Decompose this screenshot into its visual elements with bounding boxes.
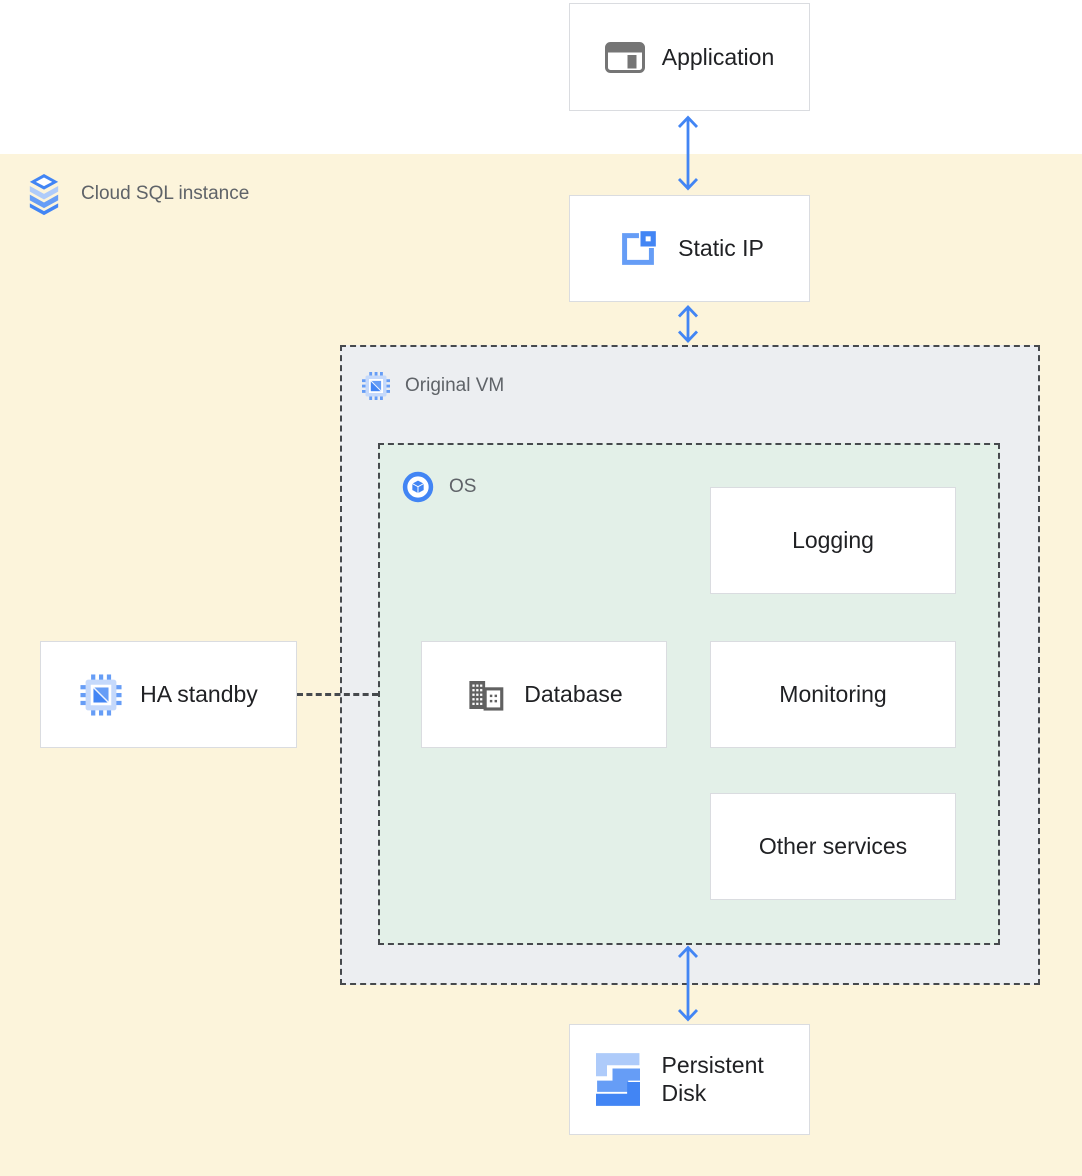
static-ip-icon — [622, 230, 656, 265]
node-ha-standby-label: HA standby — [140, 681, 258, 707]
node-database-label: Database — [524, 681, 623, 707]
bidirectional-arrow-icon — [677, 945, 699, 1022]
node-static-ip-label: Static IP — [678, 235, 764, 261]
node-monitoring: Monitoring — [710, 641, 956, 748]
node-other-services-label: Other services — [758, 833, 908, 859]
node-application-label: Application — [661, 43, 775, 70]
original-vm-group-label-text: Original VM — [405, 375, 505, 396]
cloud-sql-zone-label-text: Cloud SQL instance — [81, 183, 250, 204]
bidirectional-arrow-icon — [677, 304, 699, 344]
node-logging-label: Logging — [792, 527, 874, 553]
node-monitoring-label: Monitoring — [779, 681, 887, 707]
compute-engine-chip-icon — [80, 673, 122, 716]
node-database: Database — [421, 641, 667, 748]
bidirectional-arrow-icon — [677, 115, 699, 191]
node-logging: Logging — [710, 487, 956, 594]
node-application: Application — [569, 3, 810, 111]
cloud-sql-layers-icon — [29, 174, 59, 216]
original-vm-group-label: Original VM — [361, 371, 504, 401]
os-circle-cube-icon — [402, 471, 434, 503]
node-ha-standby: HA standby — [40, 641, 297, 748]
database-building-icon — [469, 680, 504, 711]
app-window-icon — [604, 41, 645, 73]
node-other-services: Other services — [710, 793, 956, 900]
os-group-label: OS — [402, 471, 476, 503]
node-persistent-disk: Persistent Disk — [569, 1024, 810, 1135]
cloud-sql-zone-label: Cloud SQL instance — [24, 172, 249, 216]
os-group-label-text: OS — [449, 476, 477, 497]
ha-standby-dashed-connector — [297, 693, 378, 696]
compute-engine-chip-icon — [362, 372, 390, 400]
node-static-ip: Static IP — [569, 195, 810, 302]
node-persistent-disk-label: Persistent Disk — [661, 1051, 764, 1106]
persistent-disk-steps-icon — [595, 1053, 640, 1106]
